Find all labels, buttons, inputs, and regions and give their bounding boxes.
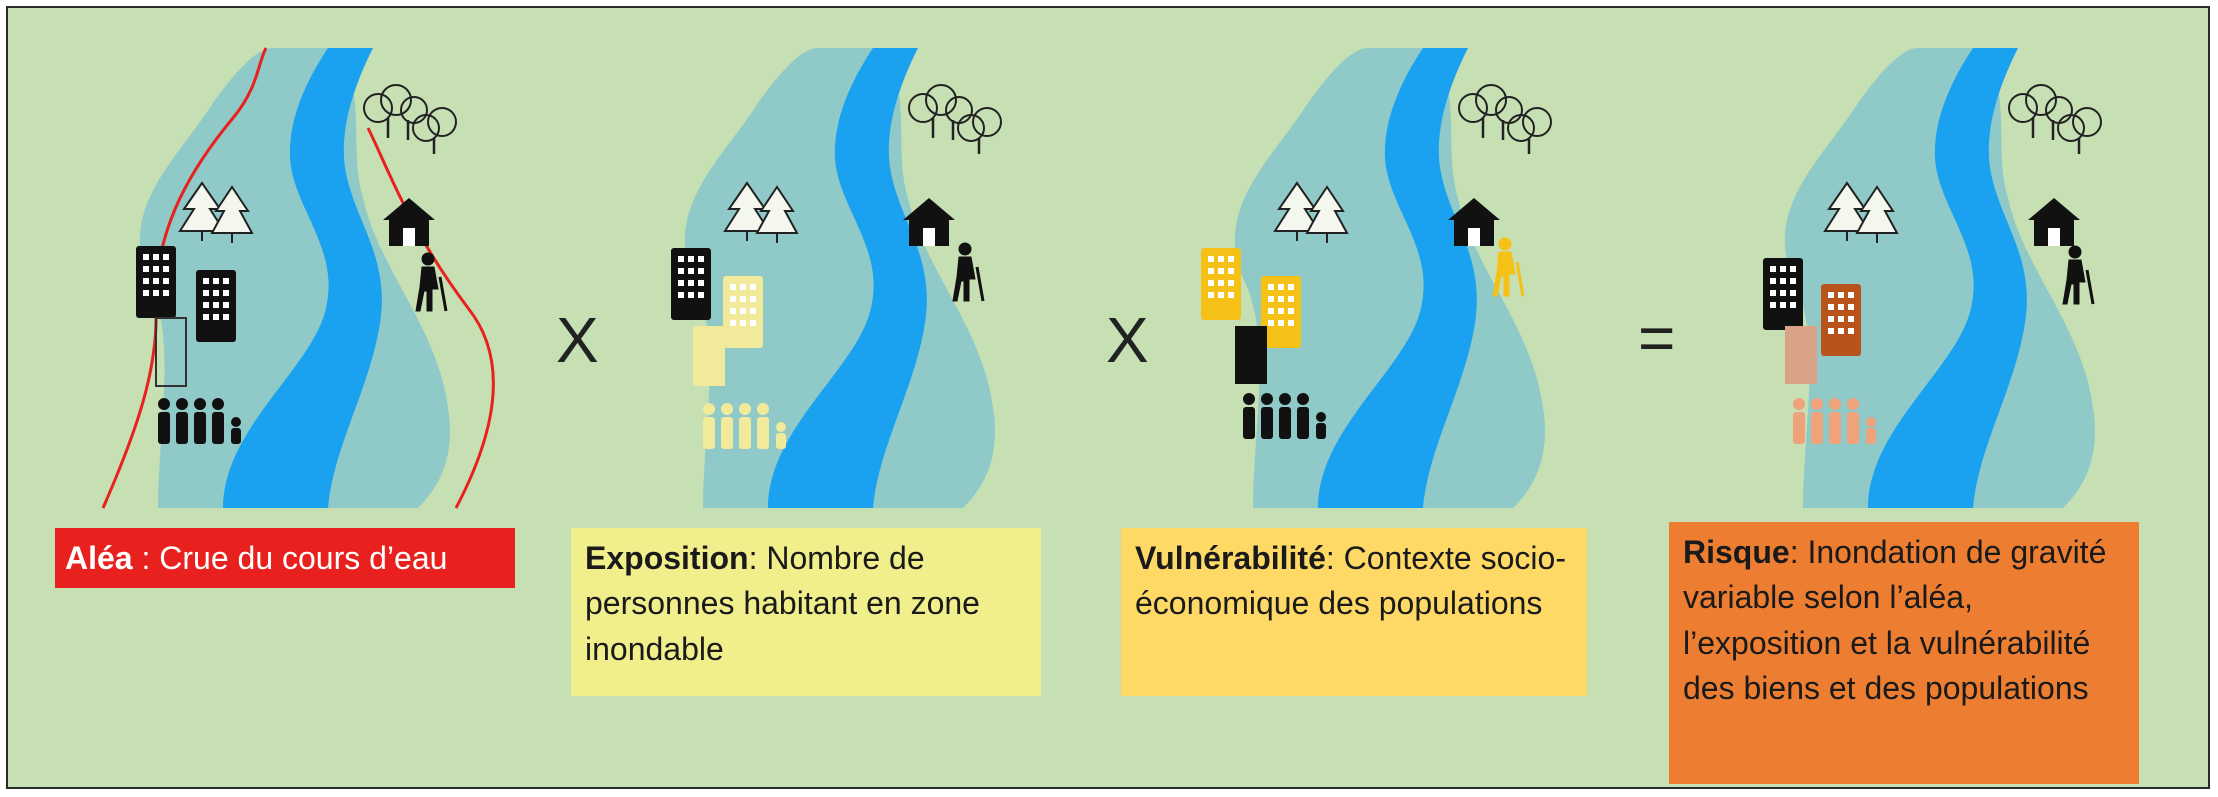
caption-description: Nombre de personnes habitant en zone ino… [585, 540, 980, 667]
building-icon [1821, 284, 1861, 356]
tree-icon [907, 83, 1003, 156]
building-icon [1763, 258, 1803, 330]
tree-icon [362, 83, 458, 156]
caption-separator: : [132, 540, 160, 576]
caption-separator: : [748, 540, 767, 576]
elderly-person-icon [2061, 244, 2095, 306]
caption-separator: : [1789, 534, 1808, 570]
panel-exposition-illustration [671, 48, 1003, 508]
elderly-person-icon [414, 251, 448, 313]
house-icon [383, 198, 435, 246]
caption-vulnerabilite: Vulnérabilité: Contexte socio-économique… [1121, 528, 1587, 696]
elderly-person-icon [1491, 236, 1525, 298]
diagram-frame: X X = Aléa : Crue du cours d’eau Exposit… [6, 6, 2210, 789]
tree-icon [2007, 83, 2103, 156]
building-icon [1235, 326, 1267, 384]
caption-exposition: Exposition: Nombre de personnes habitant… [571, 528, 1041, 696]
tree-icon [1457, 83, 1553, 156]
caption-separator: : [1325, 540, 1344, 576]
building-icon [693, 326, 725, 386]
caption-description: Inondation de gravité variable selon l’a… [1683, 534, 2107, 707]
hazard-boundary-line [101, 47, 268, 509]
hazard-boundary-line [366, 127, 495, 509]
panel-vulnerabilite-illustration [1201, 48, 1553, 508]
building-icon [155, 317, 187, 387]
building-icon [1201, 248, 1241, 320]
panel-risque-illustration [1763, 48, 2103, 508]
diagram-art [101, 47, 2103, 509]
multiply-operator: X [556, 304, 599, 376]
caption-term: Aléa [65, 540, 133, 576]
building-icon [136, 246, 176, 318]
building-icon [1785, 326, 1817, 384]
house-icon [2028, 198, 2080, 246]
caption-term: Exposition [585, 540, 749, 576]
caption-description: Crue du cours d’eau [159, 540, 448, 576]
caption-term: Vulnérabilité [1135, 540, 1326, 576]
multiply-operator: X [1106, 304, 1149, 376]
caption-alea: Aléa : Crue du cours d’eau [55, 528, 515, 588]
caption-term: Risque [1683, 534, 1790, 570]
caption-risque: Risque: Inondation de gravité variable s… [1669, 522, 2139, 784]
equals-operator: = [1638, 302, 1676, 374]
building-icon [671, 248, 711, 320]
caption-description: Contexte socio-économique des population… [1135, 540, 1566, 622]
building-icon [196, 270, 236, 342]
building-icon [723, 276, 763, 348]
elderly-person-icon [951, 241, 985, 303]
house-icon [903, 198, 955, 246]
panel-alea-illustration [101, 47, 495, 509]
